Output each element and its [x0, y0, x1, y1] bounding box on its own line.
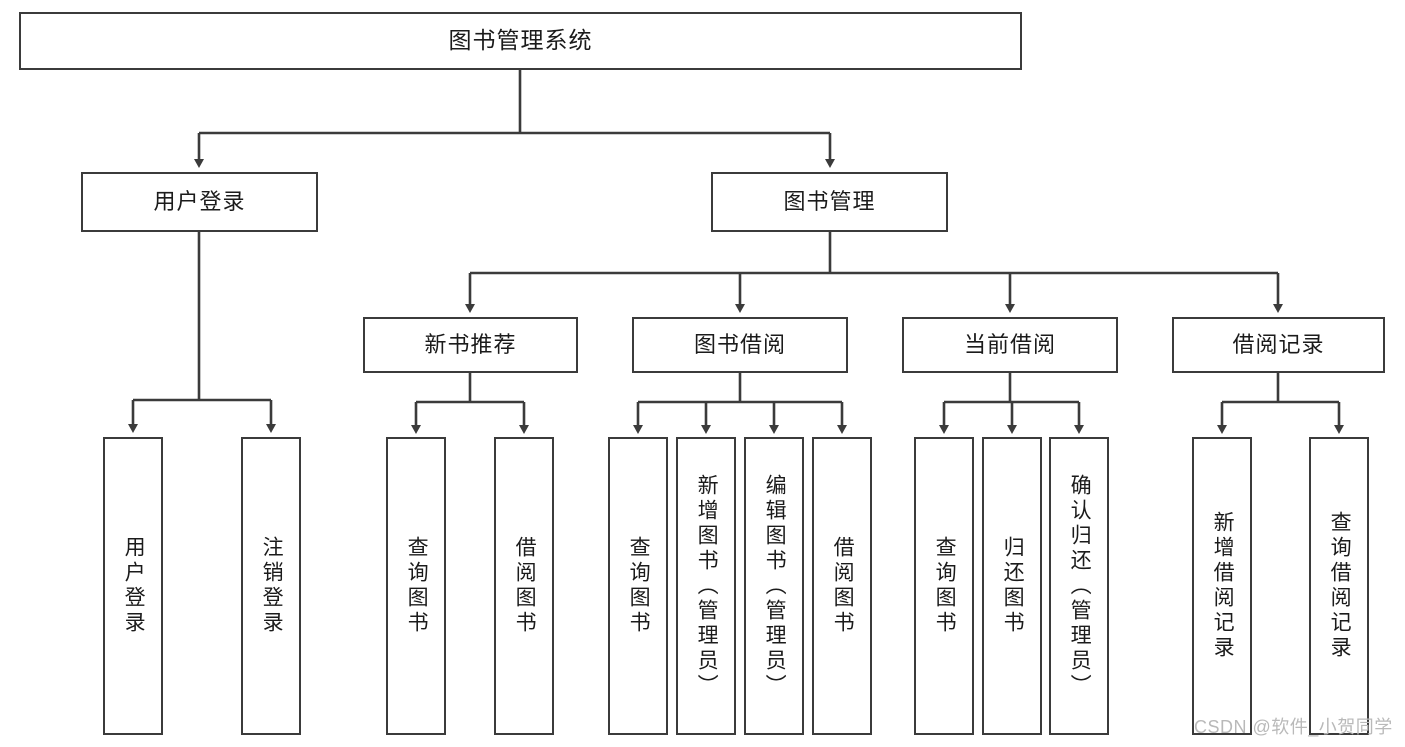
node-label: 查询借阅记录	[1328, 511, 1352, 661]
node-label: 图书借阅	[693, 331, 786, 357]
leaf-user-login-logout[interactable]: 注销登录	[241, 437, 301, 735]
leaf-book-borrow-edit[interactable]: 编辑图书（管理员）	[744, 437, 804, 735]
node-label: 借阅图书	[831, 536, 855, 636]
node-label: 用户登录	[122, 536, 146, 636]
node-new-book-recommend[interactable]: 新书推荐	[363, 317, 578, 373]
node-label: 新书推荐	[424, 331, 517, 357]
node-label: 借阅图书	[513, 536, 537, 636]
node-label: 查询图书	[933, 536, 957, 636]
node-label: 图书管理	[783, 188, 876, 214]
leaf-borrow-record-query[interactable]: 查询借阅记录	[1309, 437, 1369, 735]
node-label: 注销登录	[260, 536, 284, 636]
node-label: 用户登录	[153, 188, 246, 214]
leaf-book-borrow-query[interactable]: 查询图书	[608, 437, 668, 735]
watermark-text: CSDN @软件_小贺同学	[1194, 717, 1393, 737]
node-label: 查询图书	[405, 536, 429, 636]
leaf-current-borrow-query[interactable]: 查询图书	[914, 437, 974, 735]
node-label: 当前借阅	[963, 331, 1056, 357]
node-book-management[interactable]: 图书管理	[711, 172, 948, 232]
node-label: 编辑图书（管理员）	[763, 473, 787, 699]
node-label: 借阅记录	[1232, 331, 1325, 357]
node-label: 归还图书	[1001, 536, 1025, 636]
node-label: 图书管理系统	[448, 27, 593, 54]
node-label: 确认归还（管理员）	[1068, 473, 1092, 699]
node-book-borrow[interactable]: 图书借阅	[632, 317, 848, 373]
node-label: 新增借阅记录	[1211, 511, 1235, 661]
leaf-book-borrow-add[interactable]: 新增图书（管理员）	[676, 437, 736, 735]
node-current-borrow[interactable]: 当前借阅	[902, 317, 1118, 373]
leaf-current-borrow-confirm-return[interactable]: 确认归还（管理员）	[1049, 437, 1109, 735]
leaf-current-borrow-return[interactable]: 归还图书	[982, 437, 1042, 735]
node-borrow-record[interactable]: 借阅记录	[1172, 317, 1385, 373]
node-root-book-management-system[interactable]: 图书管理系统	[19, 12, 1022, 70]
leaf-new-book-borrow[interactable]: 借阅图书	[494, 437, 554, 735]
leaf-user-login-login[interactable]: 用户登录	[103, 437, 163, 735]
node-user-login[interactable]: 用户登录	[81, 172, 318, 232]
leaf-new-book-query[interactable]: 查询图书	[386, 437, 446, 735]
node-label: 新增图书（管理员）	[695, 473, 719, 699]
node-label: 查询图书	[627, 536, 651, 636]
leaf-book-borrow-lend[interactable]: 借阅图书	[812, 437, 872, 735]
leaf-borrow-record-add[interactable]: 新增借阅记录	[1192, 437, 1252, 735]
